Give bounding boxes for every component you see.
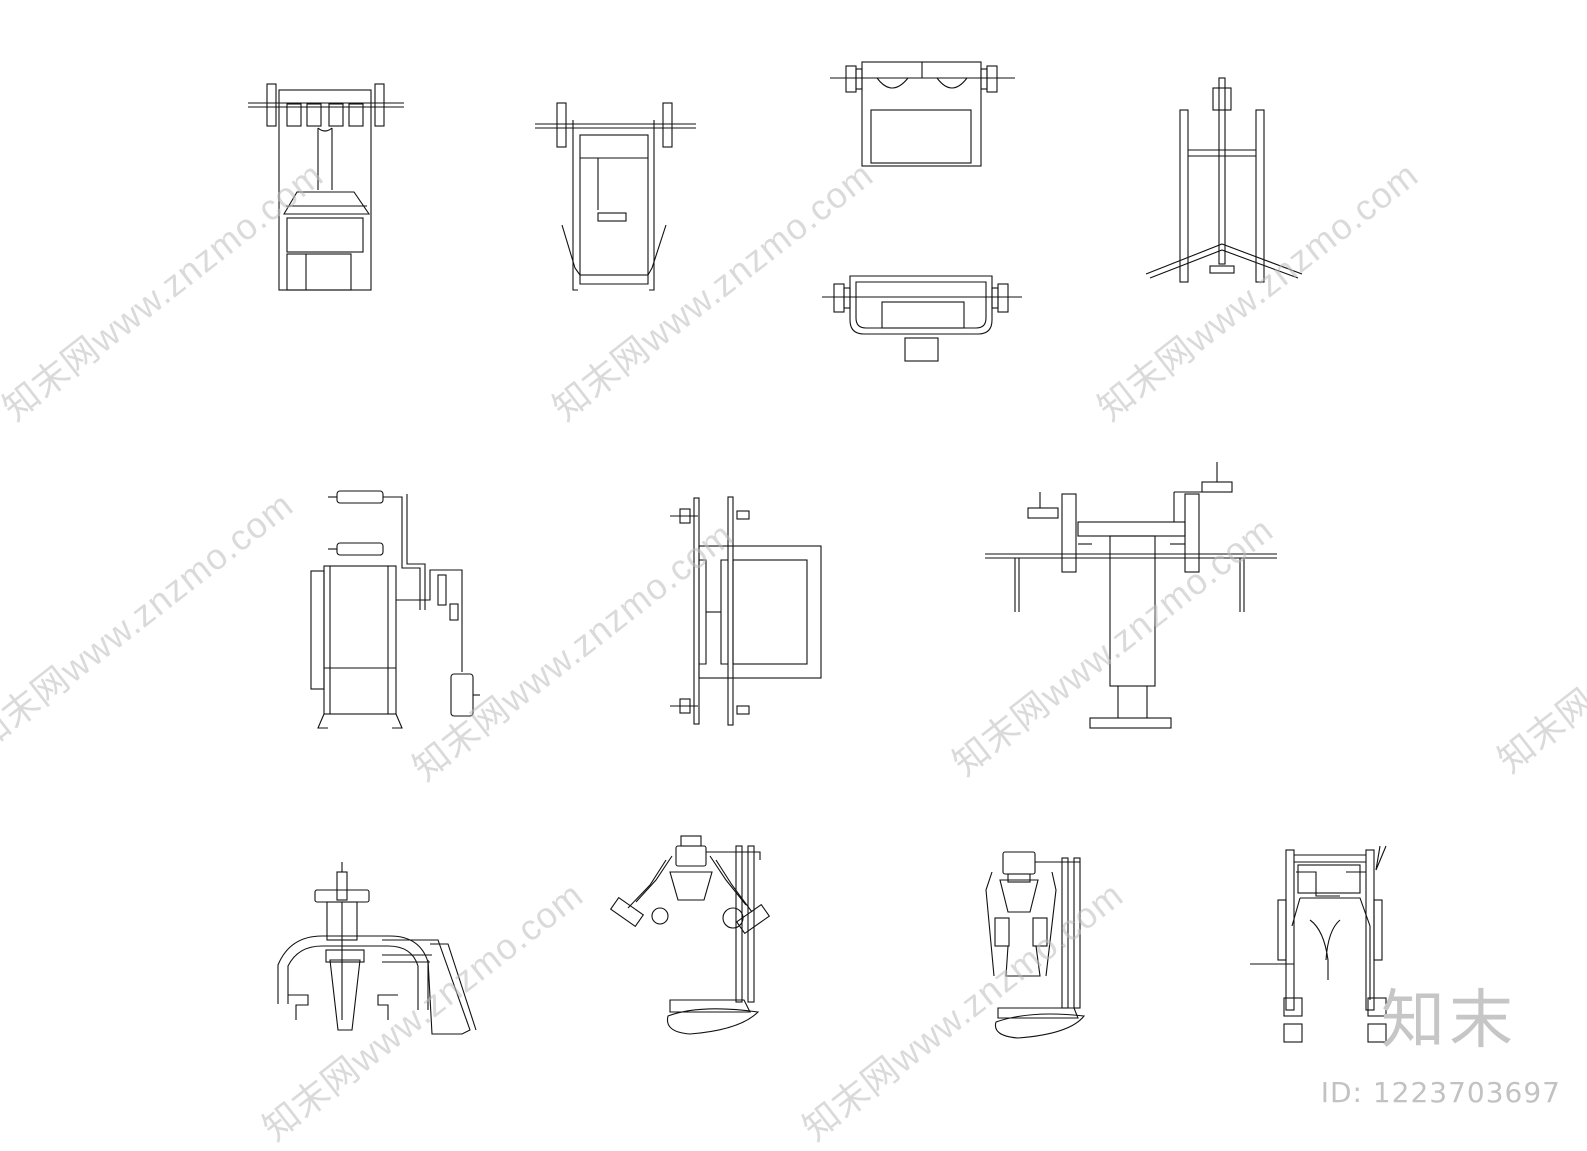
cad-drawing-sheet [248,61,1387,1043]
machine-7-drawing [985,462,1277,729]
machine-1-drawing [248,83,404,291]
machine-8-drawing [277,862,477,1035]
machine-11-drawing [1250,845,1387,1043]
machine-2-drawing [535,102,696,291]
machine-4-drawing [1145,77,1303,283]
brand-logo: 知末 [1381,984,1517,1058]
machine-10-drawing [985,851,1086,1039]
image-id-label: ID: 1223703697 [1320,1076,1561,1109]
machine-3-drawing [822,61,1022,362]
machine-9-drawing [609,835,771,1035]
machine-6-drawing [670,496,822,726]
machine-5-drawing [310,490,480,729]
